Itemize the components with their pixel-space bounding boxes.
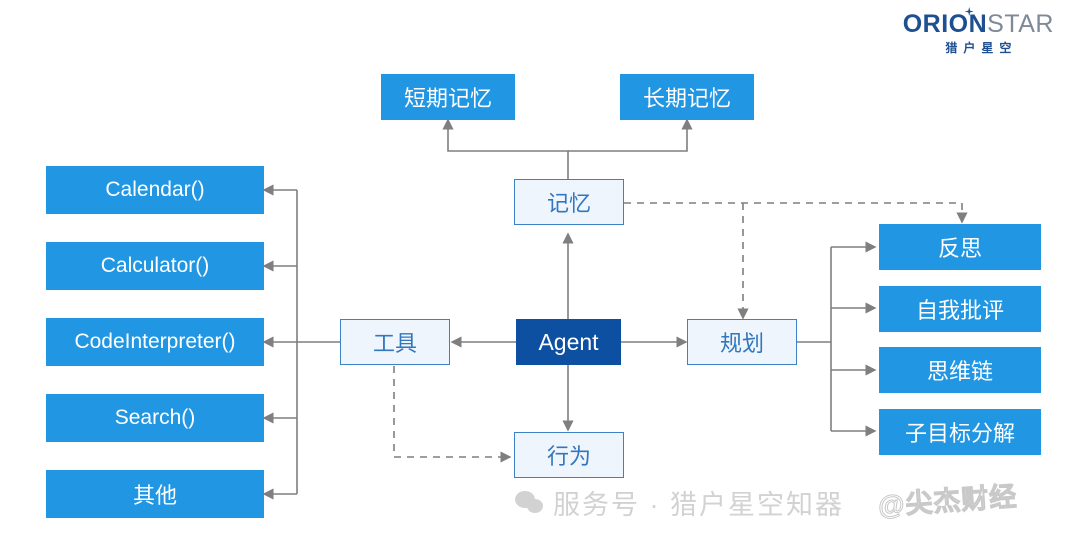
node-label: Agent	[538, 328, 599, 355]
logo-word-primary: ORION	[902, 10, 988, 38]
node-plan-reflection[interactable]: 反思	[879, 224, 1041, 270]
node-label: 规划	[719, 331, 764, 356]
node-label: 其他	[132, 483, 177, 508]
node-label: 思维链	[926, 359, 993, 384]
watermark-primary: 服务号 · 猎户星空知器	[515, 483, 844, 522]
node-long-term-memory[interactable]: 长期记忆	[620, 74, 754, 120]
node-action[interactable]: 行为	[514, 432, 624, 478]
logo-wordmark: ORIONSTAR	[903, 12, 1054, 37]
node-label: Search()	[114, 406, 196, 429]
node-tool-calendar[interactable]: Calendar()	[46, 166, 264, 214]
orionstar-logo: ORIONSTAR 猎户星空	[903, 7, 1054, 55]
node-tool-search[interactable]: Search()	[46, 394, 264, 442]
node-tool-calculator[interactable]: Calculator()	[46, 242, 264, 290]
logo-subtitle: 猎户星空	[945, 41, 1018, 55]
node-label: 子目标分解	[904, 421, 1015, 446]
node-short-term-memory[interactable]: 短期记忆	[381, 74, 515, 120]
node-tool-other[interactable]: 其他	[46, 470, 264, 518]
star-spark-icon	[964, 7, 974, 16]
node-label: 行为	[546, 444, 591, 469]
logo-word-secondary: STAR	[987, 10, 1054, 38]
node-plan-subgoal-decomposition[interactable]: 子目标分解	[879, 409, 1041, 455]
node-label: 长期记忆	[642, 86, 731, 111]
watermark-primary-text: 服务号 · 猎户星空知器	[553, 490, 844, 520]
node-plan-chain-of-thought[interactable]: 思维链	[879, 347, 1041, 393]
edge-memory-short	[442, 118, 569, 179]
node-label: Calendar()	[105, 178, 205, 201]
node-memory[interactable]: 记忆	[514, 179, 624, 225]
node-tools[interactable]: 工具	[340, 319, 450, 365]
wechat-icon	[515, 490, 545, 515]
node-label: 记忆	[546, 191, 591, 216]
node-planning[interactable]: 规划	[687, 319, 797, 365]
watermark-secondary: @尖杰财经	[877, 481, 1019, 522]
edge-tools-action-dashed	[393, 366, 512, 463]
node-label: 反思	[937, 236, 982, 261]
edge-memory-long	[568, 118, 693, 152]
node-label: Calculator()	[100, 254, 210, 277]
edge-memory-reflection-dashed	[624, 202, 968, 224]
node-label: CodeInterpreter()	[74, 330, 236, 353]
node-label: 工具	[372, 331, 417, 356]
node-agent[interactable]: Agent	[516, 319, 621, 365]
node-plan-self-criticism[interactable]: 自我批评	[879, 286, 1041, 332]
node-tool-codeinterpreter[interactable]: CodeInterpreter()	[46, 318, 264, 366]
node-label: 短期记忆	[403, 86, 492, 111]
node-label: 自我批评	[915, 298, 1004, 323]
